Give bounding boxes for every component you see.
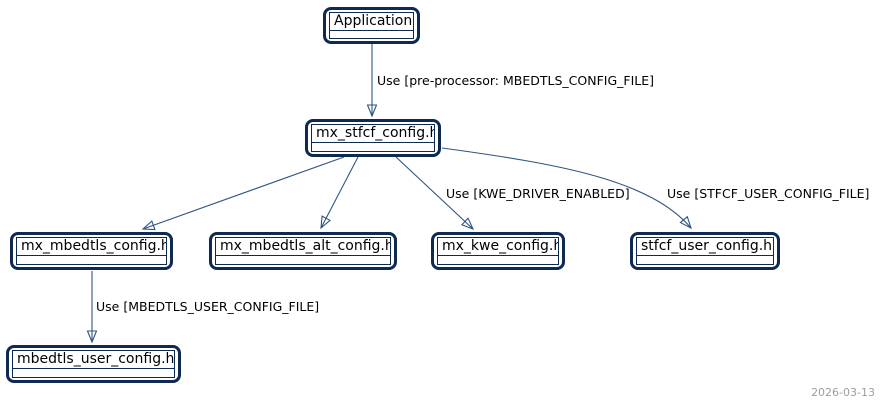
node-mx-mbedtls-alt-config-label: mx_mbedtls_alt_config.h xyxy=(215,237,391,256)
node-mx-stfcf-config: mx_stfcf_config.h xyxy=(305,119,441,157)
node-mx-kwe-config-empty-compartment xyxy=(437,255,559,265)
edge-mx-stfcf-to-mx-kwe-config xyxy=(395,156,475,230)
node-mx-stfcf-config-empty-compartment xyxy=(311,142,435,152)
node-mbedtls-user-config: mbedtls_user_config.h xyxy=(6,345,181,383)
node-application-empty-compartment xyxy=(329,30,414,39)
edge-label-preprocessor: Use [pre-processor: MBEDTLS_CONFIG_FILE] xyxy=(377,73,655,88)
node-stfcf-user-config-label: stfcf_user_config.h xyxy=(636,237,774,256)
edge-label-mbedtls-user-config-file: Use [MBEDTLS_USER_CONFIG_FILE] xyxy=(96,299,320,314)
node-mx-kwe-config: mx_kwe_config.h xyxy=(431,232,565,270)
edge-label-stfcf-user-config-file: Use [STFCF_USER_CONFIG_FILE] xyxy=(667,186,870,201)
diagram-date: 2026-03-13 xyxy=(811,386,875,399)
edge-mx-stfcf-to-stfcf-user-config xyxy=(441,147,692,230)
node-mx-mbedtls-config-label: mx_mbedtls_config.h xyxy=(16,237,167,256)
node-application: Application xyxy=(323,7,420,44)
node-mbedtls-user-config-label: mbedtls_user_config.h xyxy=(12,350,175,369)
node-mx-mbedtls-config: mx_mbedtls_config.h xyxy=(10,232,173,270)
node-mx-kwe-config-label: mx_kwe_config.h xyxy=(437,237,559,256)
node-mbedtls-user-config-empty-compartment xyxy=(12,368,175,378)
edge-mx-stfcf-to-mx-mbedtls-alt-config xyxy=(320,156,359,230)
edge-label-kwe-driver-enabled: Use [KWE_DRIVER_ENABLED] xyxy=(446,186,630,201)
node-stfcf-user-config-empty-compartment xyxy=(636,255,774,265)
node-mx-mbedtls-config-empty-compartment xyxy=(16,255,167,265)
node-mx-stfcf-config-label: mx_stfcf_config.h xyxy=(311,124,435,143)
node-stfcf-user-config: stfcf_user_config.h xyxy=(630,232,780,270)
edge-mx-stfcf-to-mx-mbedtls-config xyxy=(141,156,345,231)
node-mx-mbedtls-alt-config: mx_mbedtls_alt_config.h xyxy=(209,232,397,270)
node-application-label: Application xyxy=(329,12,414,31)
node-mx-mbedtls-alt-config-empty-compartment xyxy=(215,255,391,265)
